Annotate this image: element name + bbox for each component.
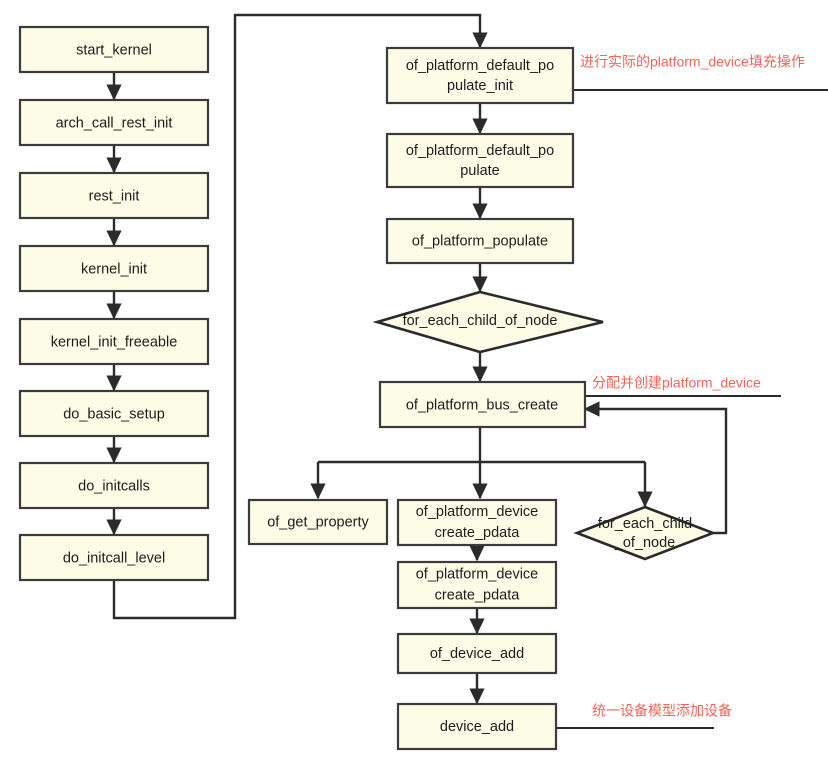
node-of-platform-device-create-pdata-b-shape xyxy=(396,560,558,610)
node-for-each-child-of-node-1[interactable]: for_each_child_of_node xyxy=(372,290,604,354)
node-kernel-init-freeable-shape xyxy=(18,317,210,366)
node-of-platform-default-populate-init-label-line2: pulate_init xyxy=(447,78,513,94)
node-for-each-child-of-node-1-label: for_each_child_of_node xyxy=(403,313,558,329)
node-do-initcalls-shape xyxy=(18,461,210,510)
annotation-bus-create: 分配并创建platform_device xyxy=(592,375,761,391)
node-of-platform-device-create-pdata-a-line2: create_pdata xyxy=(435,525,521,541)
node-arch-call-rest-init-label: arch_call_rest_init xyxy=(56,115,173,131)
node-of-platform-device-create-pdata-b-line2: create_pdata xyxy=(435,587,521,603)
node-of-platform-device-create-pdata-b-line1: of_platform_device xyxy=(416,566,539,582)
annotation-leader-lines xyxy=(555,89,828,729)
edge-diamond2-loopback-to-buscreate xyxy=(583,401,728,535)
node-of-platform-populate-shape xyxy=(385,217,575,265)
node-for-each-child-of-node-2-line2: _of_node xyxy=(614,535,675,551)
node-rest-init-label: rest_init xyxy=(89,188,140,204)
node-kernel-init-freeable-label: kernel_init_freeable xyxy=(51,334,178,350)
bus-create-branch-edges xyxy=(310,427,653,508)
node-kernel-init-shape xyxy=(18,244,210,293)
node-start-kernel-shape xyxy=(18,25,210,74)
node-for-each-child-of-node-2-line1: for_each_child xyxy=(598,516,692,532)
node-of-platform-default-populate-init-shape xyxy=(385,46,575,105)
node-arch-call-rest-init-shape xyxy=(18,98,210,147)
node-for-each-child-of-node-2[interactable]: for_each_child _of_node xyxy=(573,505,717,561)
node-of-platform-default-populate-init[interactable]: of_platform_default_po pulate_init xyxy=(385,46,575,105)
node-do-basic-setup-label: do_basic_setup xyxy=(63,406,165,422)
node-do-initcalls-label: do_initcalls xyxy=(78,478,150,494)
node-device-add-label: device_add xyxy=(440,719,514,735)
node-of-platform-device-create-pdata-a[interactable]: of_platform_device create_pdata xyxy=(396,498,558,547)
node-of-platform-device-create-pdata-a-line1: of_platform_device xyxy=(416,504,539,520)
node-start-kernel-label: start_kernel xyxy=(76,42,152,58)
node-of-platform-device-create-pdata-b[interactable]: of_platform_device create_pdata xyxy=(396,560,558,610)
node-of-platform-bus-create-label: of_platform_bus_create xyxy=(406,397,558,413)
node-do-basic-setup-shape xyxy=(18,389,210,438)
node-of-platform-populate[interactable]: of_platform_populate xyxy=(385,217,575,265)
node-kernel-init[interactable]: kernel_init xyxy=(18,244,210,293)
node-of-device-add-label: of_device_add xyxy=(430,646,524,662)
node-rest-init-shape xyxy=(18,171,210,220)
node-do-initcall-level[interactable]: do_initcall_level xyxy=(18,533,210,582)
node-of-platform-bus-create-shape xyxy=(378,380,587,429)
node-kernel-init-freeable[interactable]: kernel_init_freeable xyxy=(18,317,210,366)
node-of-get-property-label: of_get_property xyxy=(267,514,369,530)
node-device-add[interactable]: device_add xyxy=(396,702,558,751)
node-of-platform-default-populate-label-line1: of_platform_default_po xyxy=(406,143,554,159)
node-of-platform-default-populate[interactable]: of_platform_default_po pulate xyxy=(385,132,575,189)
node-of-platform-device-create-pdata-a-shape xyxy=(396,498,558,547)
annotation-populate-init: 进行实际的platform_device填充操作 xyxy=(580,54,805,70)
node-of-platform-bus-create[interactable]: of_platform_bus_create xyxy=(378,380,587,429)
node-start-kernel[interactable]: start_kernel xyxy=(18,25,210,74)
node-of-get-property[interactable]: of_get_property xyxy=(247,498,389,546)
node-device-add-shape xyxy=(396,702,558,751)
node-do-initcall-level-label: do_initcall_level xyxy=(63,550,165,566)
node-for-each-child-of-node-2-shape xyxy=(573,505,717,561)
annotation-device-add: 统一设备模型添加设备 xyxy=(592,703,732,719)
node-of-platform-default-populate-init-label-line1: of_platform_default_po xyxy=(406,58,554,74)
edge-initcalllevel-to-populateinit xyxy=(112,13,488,620)
node-of-device-add[interactable]: of_device_add xyxy=(396,632,558,675)
node-do-basic-setup[interactable]: do_basic_setup xyxy=(18,389,210,438)
node-of-platform-default-populate-shape xyxy=(385,132,575,189)
node-kernel-init-label: kernel_init xyxy=(81,261,147,277)
node-of-platform-populate-label: of_platform_populate xyxy=(412,233,548,249)
node-of-get-property-shape xyxy=(247,498,389,546)
node-do-initcalls[interactable]: do_initcalls xyxy=(18,461,210,510)
node-rest-init[interactable]: rest_init xyxy=(18,171,210,220)
node-for-each-child-of-node-1-shape xyxy=(372,290,604,354)
node-do-initcall-level-shape xyxy=(18,533,210,582)
node-of-platform-default-populate-label-line2: pulate xyxy=(460,163,500,179)
node-of-device-add-shape xyxy=(396,632,558,675)
node-arch-call-rest-init[interactable]: arch_call_rest_init xyxy=(18,98,210,147)
